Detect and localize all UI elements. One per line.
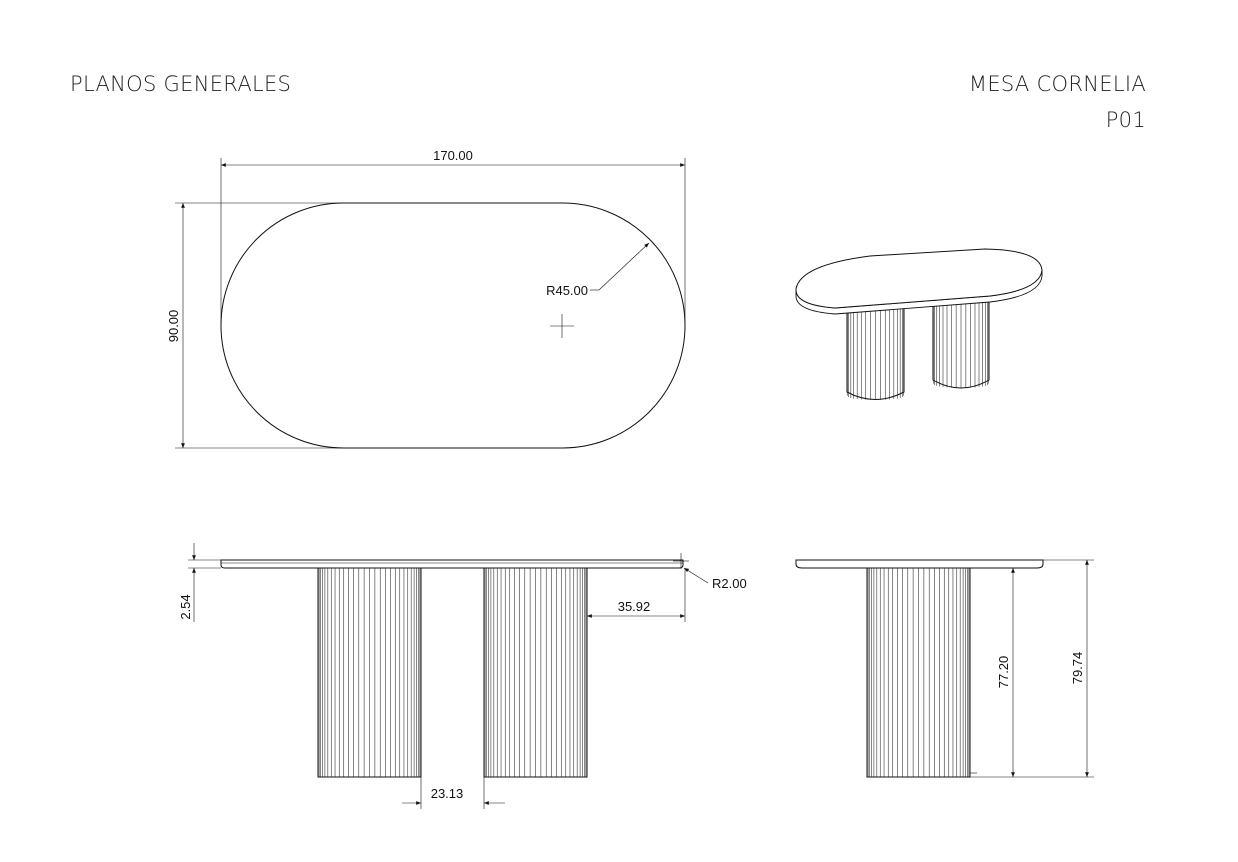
edge-radius-leader [683, 567, 709, 584]
front-leg [846, 304, 905, 400]
perspective-view [795, 248, 1043, 400]
dim-edge-radius: R2.00 [712, 576, 747, 591]
dim-leg-gap: 23.13 [431, 786, 464, 801]
dim-top-thickness: 2.54 [178, 594, 193, 619]
drawing-title: PLANOS GENERALES [70, 72, 292, 96]
dim-leg-height: 77.20 [996, 656, 1011, 689]
perspective-top-surface [795, 248, 1043, 309]
table-top-outline [220, 202, 686, 449]
dim-end-radius: R45.00 [546, 283, 588, 298]
dim-leg-offset: 35.92 [618, 599, 651, 614]
front-leg-left [317, 567, 422, 778]
plan-view: 170.00 90.00 R45.00 [166, 148, 686, 449]
front-elevation: 2.54 R2.00 35.92 23.13 [178, 543, 747, 809]
side-leg [866, 567, 971, 778]
front-leg-right [483, 567, 588, 778]
side-top-slab [795, 559, 1044, 569]
sheet-code: P01 [1105, 108, 1146, 132]
dim-top-length: 170.00 [433, 148, 473, 163]
back-leg [932, 299, 990, 389]
radius-leader-line [598, 242, 650, 291]
front-top-slab [220, 559, 684, 569]
product-name: MESA CORNELIA [968, 72, 1146, 96]
dim-top-width: 90.00 [166, 310, 181, 343]
side-elevation: 77.20 79.74 [795, 559, 1094, 778]
dim-total-height: 79.74 [1070, 652, 1085, 685]
